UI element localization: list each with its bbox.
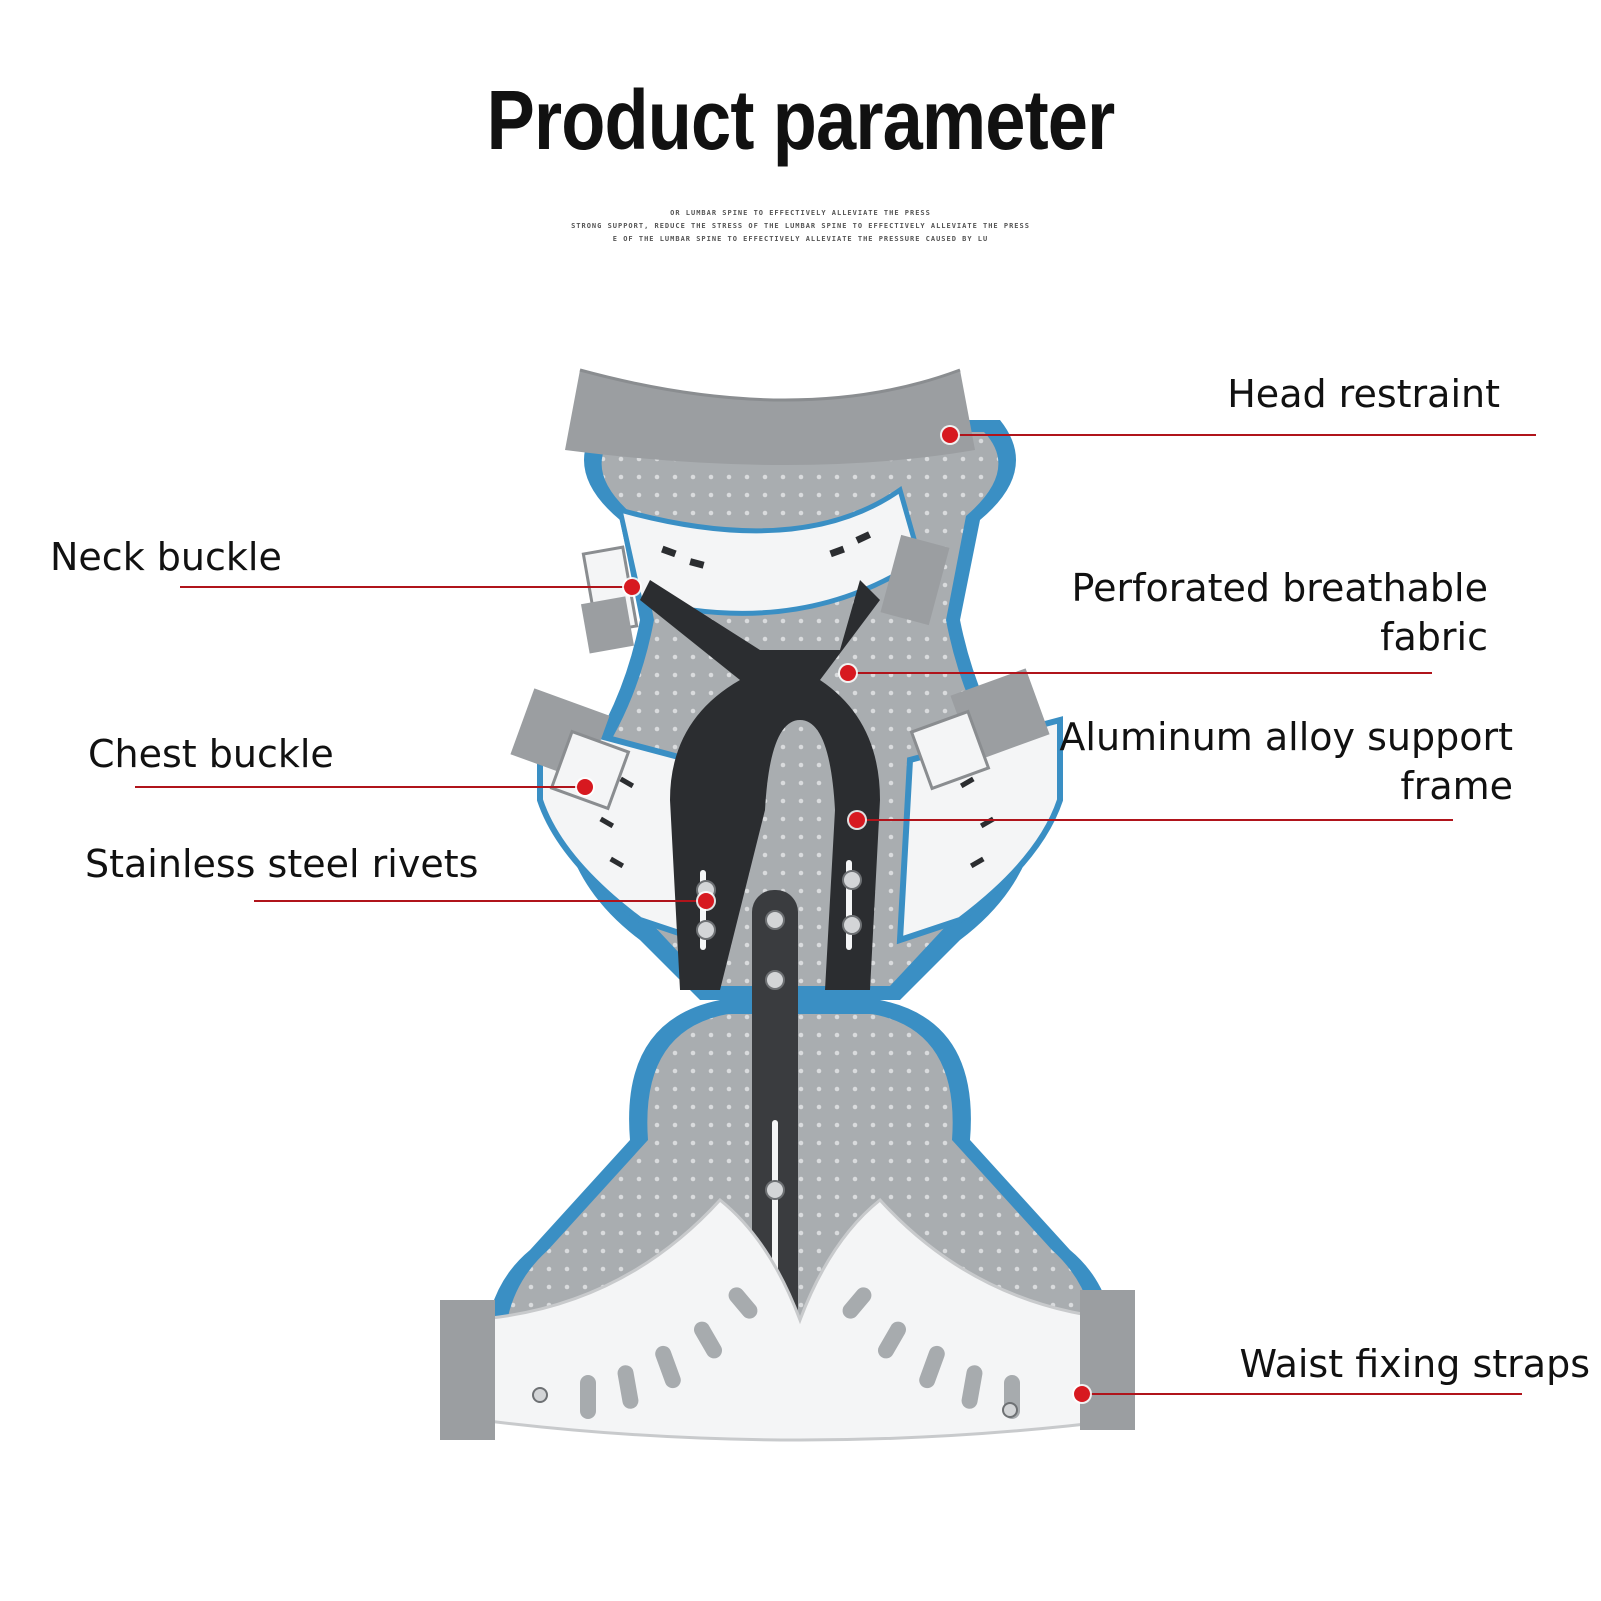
- label-head-restraint: Head restraint: [1227, 372, 1500, 416]
- leader-chest-buckle: [135, 786, 585, 788]
- neck-plate: [580, 485, 950, 654]
- subtitle-line-1: OR LUMBAR SPINE TO EFFECTIVELY ALLEVIATE…: [670, 209, 931, 217]
- marker-rivets: [698, 893, 714, 909]
- leader-waist-straps: [1082, 1393, 1522, 1395]
- aluminum-frame: [640, 580, 880, 1350]
- subtitle-line-3: E OF THE LUMBAR SPINE TO EFFECTIVELY ALL…: [612, 235, 989, 243]
- leader-head-restraint: [950, 434, 1536, 436]
- label-neck-buckle: Neck buckle: [50, 535, 282, 579]
- page-title: Product parameter: [486, 73, 1116, 167]
- marker-head-restraint: [942, 427, 958, 443]
- chest-straps: [510, 668, 1050, 811]
- leader-perforated-fabric: [848, 672, 1432, 674]
- marker-chest-buckle: [577, 779, 593, 795]
- head-strap: [565, 368, 975, 465]
- marker-perforated-fabric: [840, 665, 856, 681]
- marker-waist-straps: [1074, 1386, 1090, 1402]
- label-waist-straps: Waist fixing straps: [1239, 1342, 1590, 1386]
- label-aluminum-frame-line1: Aluminum alloy support: [1059, 715, 1513, 759]
- label-perforated-fabric-line1: Perforated breathable: [1071, 566, 1488, 610]
- label-chest-buckle: Chest buckle: [88, 732, 334, 776]
- waist-plate: [440, 1197, 1135, 1442]
- marker-aluminum-frame: [849, 812, 865, 828]
- leader-aluminum-frame: [857, 819, 1453, 821]
- subtitle-line-2: STRONG SUPPORT, REDUCE THE STRESS OF THE…: [571, 222, 1030, 230]
- leader-neck-buckle: [180, 586, 632, 588]
- label-perforated-fabric-line2: fabric: [1380, 615, 1488, 659]
- marker-neck-buckle: [624, 579, 640, 595]
- leader-rivets: [254, 900, 706, 902]
- label-aluminum-frame-line2: frame: [1400, 764, 1513, 808]
- label-rivets: Stainless steel rivets: [85, 842, 479, 886]
